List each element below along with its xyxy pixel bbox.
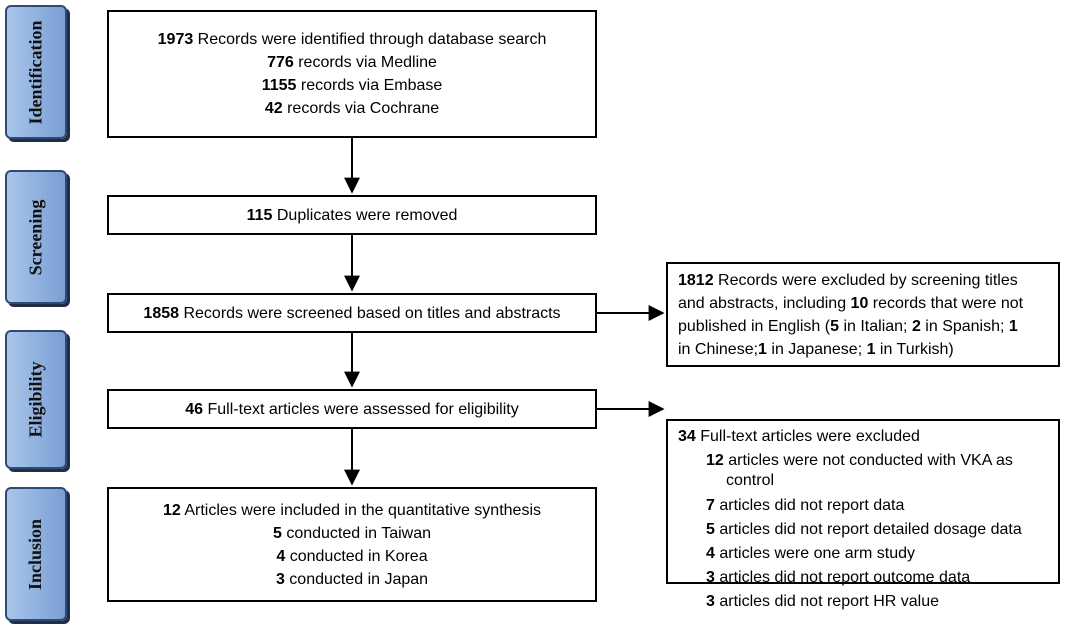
korea-text: conducted in Korea xyxy=(285,547,428,565)
reason-2-count: 7 xyxy=(706,497,715,514)
screening-excluded-text-3c: in Spanish; xyxy=(920,318,1009,335)
japanese-count: 1 xyxy=(758,341,767,358)
japan-text: conducted in Japan xyxy=(284,570,429,588)
screening-excluded-line-4: in Chinese;1 in Japanese; 1 in Turkish) xyxy=(678,338,1048,361)
italian-count: 5 xyxy=(830,318,839,335)
reason-3-count: 5 xyxy=(706,521,715,538)
reason-6-count: 3 xyxy=(706,593,715,610)
included-line-3: 4 conducted in Korea xyxy=(276,545,427,568)
reason-1-cont-text: control xyxy=(726,472,775,489)
reason-row-1: 12 articles were not conducted with VKA … xyxy=(678,451,1048,471)
screening-excluded-text-4a: in Chinese; xyxy=(678,341,759,358)
screened-text: Records were screened based on titles an… xyxy=(179,304,561,322)
reason-5-count: 3 xyxy=(706,569,715,586)
reason-3-text: articles did not report detailed dosage … xyxy=(714,521,1022,538)
screening-excluded-count: 1812 xyxy=(678,272,714,289)
screening-excluded-text-2a: and abstracts, including xyxy=(678,295,851,312)
reason-row-3: 5 articles did not report detailed dosag… xyxy=(678,518,1048,542)
cochrane-count: 42 xyxy=(264,100,283,117)
screened-count: 1858 xyxy=(143,304,180,322)
duplicates-box: 115 Duplicates were removed xyxy=(107,195,597,235)
screening-excluded-text-3a: published in English ( xyxy=(678,318,831,335)
reason-6-text: articles did not report HR value xyxy=(714,593,940,610)
phase-identification: Identification xyxy=(5,5,67,139)
duplicates-line: 115 Duplicates were removed xyxy=(247,204,458,227)
duplicates-text: Duplicates were removed xyxy=(272,206,458,224)
spanish-count: 2 xyxy=(911,318,921,335)
phase-eligibility: Eligibility xyxy=(5,330,67,469)
screening-excluded-text-2b: records that were not xyxy=(868,295,1024,312)
identified-line-2: 776 records via Medline xyxy=(267,51,437,74)
screening-excluded-text-4b: in Japanese; xyxy=(766,341,867,358)
fulltext-line: 46 Full-text articles were assessed for … xyxy=(185,398,518,421)
identified-box: 1973 Records were identified through dat… xyxy=(107,10,597,138)
included-line-2: 5 conducted in Taiwan xyxy=(273,522,431,545)
reason-1-count: 12 xyxy=(706,452,724,469)
identified-line-4: 42 records via Cochrane xyxy=(265,97,439,120)
japan-count: 3 xyxy=(275,570,285,588)
reason-row-4: 4 articles were one arm study xyxy=(678,542,1048,566)
identified-total: 1973 xyxy=(157,31,194,48)
taiwan-text: conducted in Taiwan xyxy=(281,524,432,542)
screening-excluded-box: 1812 Records were excluded by screening … xyxy=(666,262,1060,367)
fulltext-text: Full-text articles were assessed for eli… xyxy=(203,400,519,418)
screening-excluded-line-3: published in English (5 in Italian; 2 in… xyxy=(678,315,1048,338)
screening-excluded-text-3b: in Italian; xyxy=(839,318,912,335)
fulltext-excluded-text: Full-text articles were excluded xyxy=(695,428,920,445)
chinese-count: 1 xyxy=(1008,318,1018,335)
fulltext-excluded-box: 34 Full-text articles were excluded 12 a… xyxy=(666,419,1060,610)
embase-text: records via Embase xyxy=(296,77,443,94)
identified-line-1: 1973 Records were identified through dat… xyxy=(158,28,547,51)
fulltext-box: 46 Full-text articles were assessed for … xyxy=(107,389,597,429)
included-line-1: 12 Articles were included in the quantit… xyxy=(163,499,541,522)
duplicates-count: 115 xyxy=(246,206,273,224)
screened-box: 1858 Records were screened based on titl… xyxy=(107,293,597,333)
reason-5-text: articles did not report outcome data xyxy=(714,569,971,586)
reason-4-count: 4 xyxy=(706,545,715,562)
screening-excluded-line-1: 1812 Records were excluded by screening … xyxy=(678,269,1048,292)
included-box: 12 Articles were included in the quantit… xyxy=(107,487,597,602)
reason-row-6: 3 articles did not report HR value xyxy=(678,590,1048,614)
fulltext-count: 46 xyxy=(185,400,204,418)
reason-2-text: articles did not report data xyxy=(714,497,905,514)
included-text: Articles were included in the quantitati… xyxy=(180,501,541,519)
screening-excluded-text-1: Records were excluded by screening title… xyxy=(713,272,1018,289)
identified-total-text: Records were identified through database… xyxy=(193,31,547,48)
non-english-count: 10 xyxy=(850,295,869,312)
phase-screening: Screening xyxy=(5,170,67,304)
included-line-4: 3 conducted in Japan xyxy=(276,568,428,591)
phase-inclusion: Inclusion xyxy=(5,487,67,621)
cochrane-text: records via Cochrane xyxy=(282,100,440,117)
turkish-count: 1 xyxy=(866,341,876,358)
fulltext-excluded-header: 34 Full-text articles were excluded xyxy=(678,425,1048,449)
reason-row-5: 3 articles did not report outcome data xyxy=(678,566,1048,590)
korea-count: 4 xyxy=(276,547,286,565)
fulltext-excluded-count: 34 xyxy=(678,428,696,445)
screening-excluded-line-2: and abstracts, including 10 records that… xyxy=(678,292,1048,315)
medline-text: records via Medline xyxy=(293,54,437,71)
embase-count: 1155 xyxy=(261,77,297,94)
screening-excluded-text-4c: in Turkish) xyxy=(875,341,954,358)
reason-row-2: 7 articles did not report data xyxy=(678,494,1048,518)
reason-row-1-cont: control xyxy=(678,471,1048,491)
reason-1-text: articles were not conducted with VKA as xyxy=(723,452,1013,469)
screened-line: 1858 Records were screened based on titl… xyxy=(143,302,560,325)
reason-4-text: articles were one arm study xyxy=(714,545,915,562)
identified-line-3: 1155 records via Embase xyxy=(262,74,443,97)
medline-count: 776 xyxy=(267,54,294,71)
taiwan-count: 5 xyxy=(272,524,282,542)
included-count: 12 xyxy=(163,501,181,519)
